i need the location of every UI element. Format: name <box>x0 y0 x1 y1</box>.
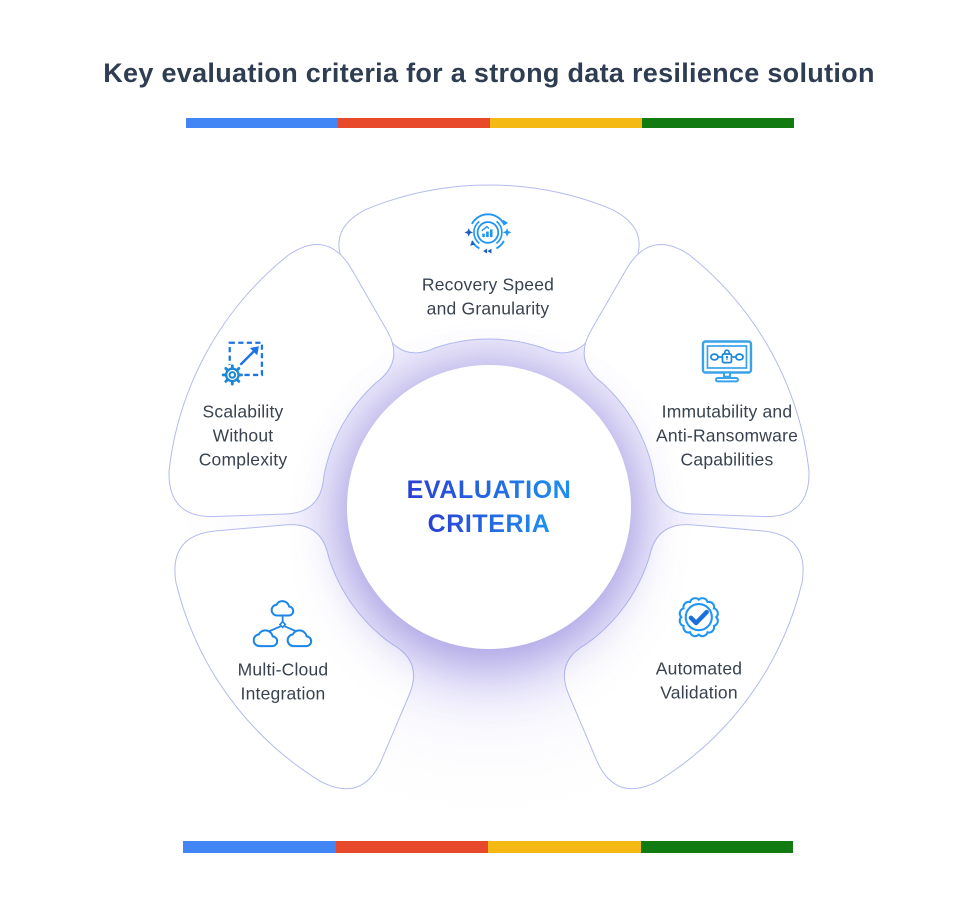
petal-label-line: Capabilities <box>680 449 774 470</box>
petal-label-line: Recovery Speed <box>421 274 555 295</box>
monitor-chain-lock-icon <box>695 337 759 391</box>
divider-segment-green <box>642 118 794 128</box>
petal-recovery-speed: Recovery Speed and Granularity <box>422 206 554 321</box>
petal-immutability: Immutability and Anti-Ransomware Capabil… <box>656 337 798 472</box>
petal-shape-lower-left <box>174 524 415 790</box>
badge-checkmark-icon <box>671 592 727 648</box>
petal-label-line: and Granularity <box>426 298 550 319</box>
petal-shape-upper-right <box>583 244 810 518</box>
petal-shape-lower-right <box>563 524 804 790</box>
divider-segment-red <box>335 841 488 853</box>
divider-segment-red <box>338 118 490 128</box>
petal-shape-top <box>338 184 640 354</box>
petal-multi-cloud: Multi-Cloud Integration <box>238 595 329 706</box>
petal-shape-upper-left <box>168 244 395 518</box>
petal-label-line: Complexity <box>198 449 288 470</box>
divider-segment-yellow <box>488 841 641 853</box>
petal-label-line: Immutability and <box>661 401 793 422</box>
center-title-line2: CRITERIA <box>428 507 551 541</box>
expand-square-gear-icon <box>216 337 270 391</box>
petal-label-line: Multi-Cloud <box>237 659 329 680</box>
petal-scalability: Scalability Without Complexity <box>199 337 288 472</box>
bottom-divider-bar <box>183 841 793 853</box>
divider-segment-yellow <box>490 118 642 128</box>
petal-label-line: Validation <box>660 682 738 703</box>
recovery-restore-chart-icon <box>459 206 517 264</box>
multi-cloud-network-icon <box>253 595 313 649</box>
petal-label-line: Scalability <box>202 401 284 422</box>
divider-segment-green <box>640 841 793 853</box>
petal-label-line: Anti-Ransomware <box>655 425 799 446</box>
center-title-line1: EVALUATION <box>407 473 572 507</box>
divider-segment-blue <box>183 841 336 853</box>
petal-label-line: Without <box>212 425 274 446</box>
divider-segment-blue <box>186 118 338 128</box>
petal-label-line: Automated <box>655 658 743 679</box>
petal-automated-validation: Automated Validation <box>656 592 742 705</box>
center-circle: EVALUATION CRITERIA <box>347 365 631 649</box>
page-title: Key evaluation criteria for a strong dat… <box>103 58 875 88</box>
top-divider-bar <box>186 118 794 128</box>
petal-label-line: Integration <box>240 683 326 704</box>
